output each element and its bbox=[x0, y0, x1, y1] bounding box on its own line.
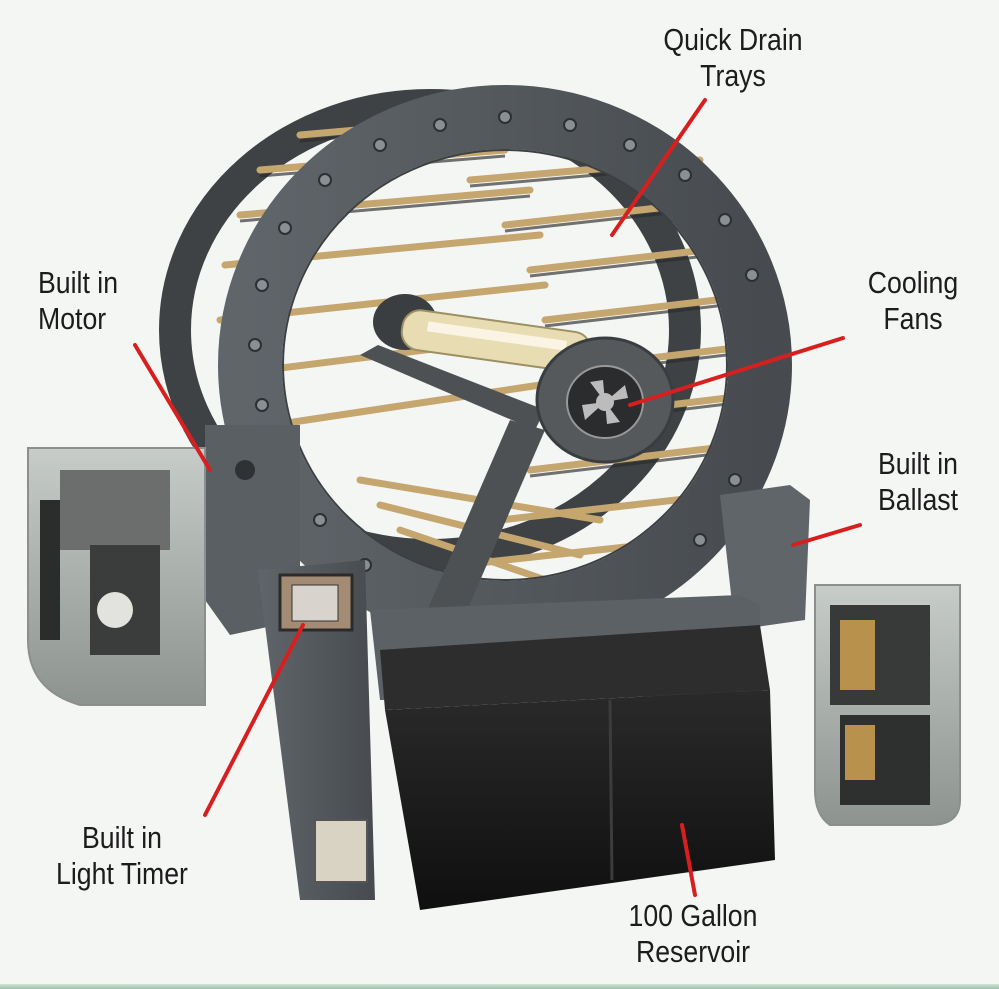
callout-built-in-motor: Built in Motor bbox=[38, 265, 150, 337]
light-timer-pointer bbox=[203, 623, 305, 817]
callout-built-in-ballast: Built in Ballast bbox=[858, 446, 978, 518]
callout-built-in-light-timer: Built in Light Timer bbox=[36, 820, 208, 892]
callout-line: Fans bbox=[883, 301, 943, 336]
grow-lamp bbox=[373, 294, 592, 373]
cooling-fan-icon bbox=[582, 380, 628, 424]
callout-100-gallon-reservoir: 100 Gallon Reservoir bbox=[611, 898, 774, 970]
callout-line: Ballast bbox=[877, 482, 959, 517]
bottom-rule bbox=[0, 984, 999, 989]
pointer-lines bbox=[133, 98, 862, 897]
callout-line: Trays bbox=[700, 58, 766, 93]
callout-line: Reservoir bbox=[635, 934, 751, 969]
motor-inset-photo bbox=[27, 447, 206, 706]
callout-quick-drain-trays: Quick Drain Trays bbox=[643, 22, 824, 94]
quick-drain-pointer bbox=[610, 98, 707, 237]
motor-pointer bbox=[133, 343, 212, 472]
callout-line: Built in bbox=[877, 446, 959, 481]
callout-cooling-fans: Cooling Fans bbox=[849, 265, 978, 337]
callout-line: Cooling bbox=[867, 265, 959, 300]
reservoir-pointer bbox=[680, 823, 697, 897]
ballast-pointer bbox=[791, 523, 862, 547]
callout-line: 100 Gallon bbox=[628, 898, 758, 933]
hub-assembly bbox=[360, 336, 675, 650]
cooling-fans-pointer bbox=[628, 336, 845, 407]
callout-line: Light Timer bbox=[56, 856, 188, 891]
callout-line: Quick Drain bbox=[663, 22, 803, 57]
ballast-inset-photo bbox=[814, 584, 961, 826]
callout-line: Built in bbox=[81, 820, 163, 855]
callout-line: Built in bbox=[38, 265, 119, 300]
callout-line: Motor bbox=[38, 301, 107, 336]
reservoir-tank bbox=[380, 625, 775, 910]
